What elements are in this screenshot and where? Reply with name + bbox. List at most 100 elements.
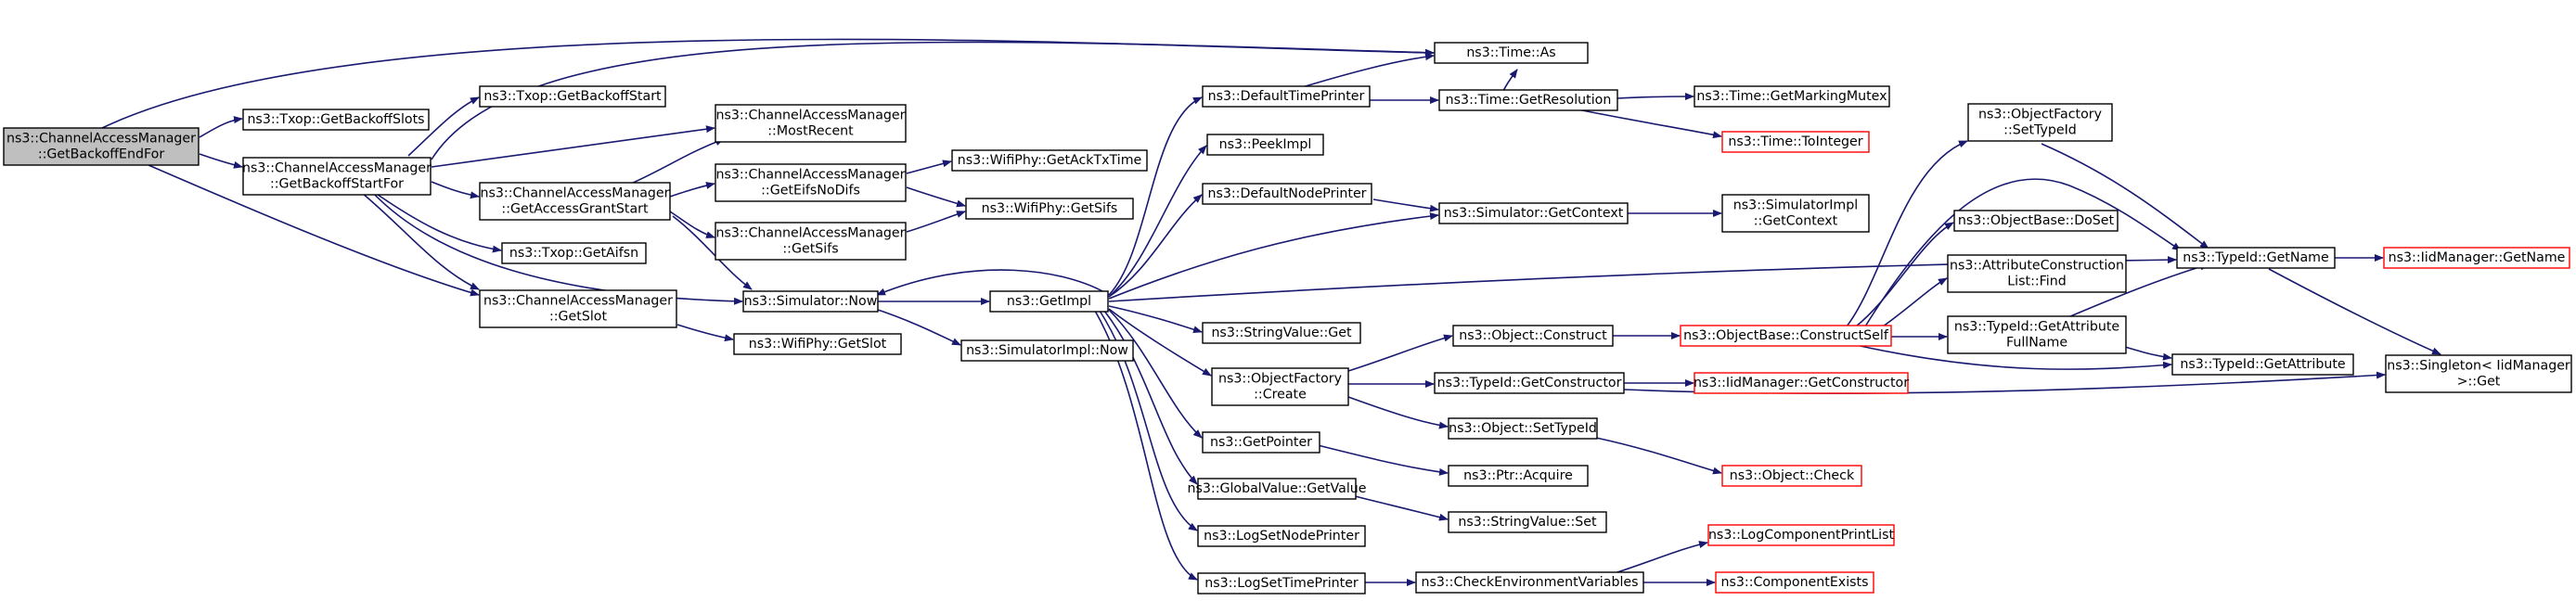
node-box[interactable] <box>1715 571 1874 594</box>
node-box[interactable] <box>989 290 1109 313</box>
node-tti[interactable]: ns3::Time::ToInteger <box>1721 131 1870 153</box>
node-box[interactable] <box>965 198 1134 220</box>
node-box[interactable] <box>1953 210 2119 232</box>
node-peek[interactable]: ns3::PeekImpl <box>1206 134 1324 156</box>
node-box[interactable] <box>3 127 200 166</box>
node-wsifs[interactable]: ns3::WifiPhy::GetSifs <box>965 198 1134 220</box>
node-box[interactable] <box>951 149 1148 172</box>
node-gslot[interactable]: ns3::ChannelAccessManager::GetSlot <box>479 289 677 328</box>
node-ofst[interactable]: ns3::ObjectFactory::SetTypeId <box>1967 103 2113 142</box>
node-box[interactable] <box>1434 372 1625 394</box>
node-cev[interactable]: ns3::CheckEnvironmentVariables <box>1415 571 1644 594</box>
node-box[interactable] <box>2385 354 2572 393</box>
node-box[interactable] <box>1211 367 1349 406</box>
node-imgn[interactable]: ns3::IidManager::GetName <box>2383 247 2570 269</box>
node-box[interactable] <box>501 242 647 264</box>
node-box[interactable] <box>1947 254 2127 293</box>
node-lstp[interactable]: ns3::LogSetTimePrinter <box>1197 572 1366 595</box>
node-obds[interactable]: ns3::ObjectBase::DoSet <box>1953 210 2119 232</box>
node-timeas[interactable]: ns3::Time::As <box>1434 42 1589 64</box>
node-tgmm[interactable]: ns3::Time::GetMarkingMutex <box>1694 85 1890 108</box>
node-tgc[interactable]: ns3::TypeId::GetConstructor <box>1434 372 1625 394</box>
node-box[interactable] <box>1721 465 1862 487</box>
node-getimpl[interactable]: ns3::GetImpl <box>989 290 1109 313</box>
node-now[interactable]: ns3::Simulator::Now <box>742 290 879 313</box>
node-sgc[interactable]: ns3::Simulator::GetContext <box>1438 202 1629 224</box>
node-tgr[interactable]: ns3::Time::GetResolution <box>1438 89 1618 111</box>
node-svget[interactable]: ns3::StringValue::Get <box>1202 322 1361 344</box>
node-ptra[interactable]: ns3::Ptr::Acquire <box>1448 465 1589 487</box>
node-ocheck[interactable]: ns3::Object::Check <box>1721 465 1862 487</box>
node-lcpl[interactable]: ns3::LogComponentPrintList <box>1707 524 1895 546</box>
node-tga[interactable]: ns3::TypeId::GetAttribute <box>2171 353 2354 376</box>
node-box[interactable] <box>2171 353 2354 376</box>
node-tgn[interactable]: ns3::TypeId::GetName <box>2176 247 2336 269</box>
node-box[interactable] <box>2383 247 2570 269</box>
node-sigc[interactable]: ns3::SimulatorImpl::GetContext <box>1721 194 1870 233</box>
node-box[interactable] <box>242 109 430 131</box>
node-dtp[interactable]: ns3::DefaultTimePrinter <box>1202 85 1371 108</box>
node-box[interactable] <box>1197 478 1357 500</box>
node-box[interactable] <box>242 157 431 196</box>
node-box[interactable] <box>1721 131 1870 153</box>
node-box[interactable] <box>1438 202 1629 224</box>
node-box[interactable] <box>1680 325 1892 347</box>
node-gvgv[interactable]: ns3::GlobalValue::GetValue <box>1188 478 1367 500</box>
node-box[interactable] <box>960 339 1134 362</box>
node-box[interactable] <box>715 163 907 202</box>
node-cex[interactable]: ns3::ComponentExists <box>1715 571 1874 594</box>
node-ost[interactable]: ns3::Object::SetTypeId <box>1448 417 1598 440</box>
node-box[interactable] <box>1206 134 1324 156</box>
node-box[interactable] <box>715 222 907 261</box>
node-box[interactable] <box>1197 572 1366 595</box>
node-box[interactable] <box>1448 511 1607 533</box>
node-simnow[interactable]: ns3::SimulatorImpl::Now <box>960 339 1134 362</box>
node-box[interactable] <box>733 333 902 355</box>
node-box[interactable] <box>1434 42 1589 64</box>
node-gbs[interactable]: ns3::Txop::GetBackoffSlots <box>242 109 430 131</box>
node-box[interactable] <box>1694 85 1890 108</box>
node-box[interactable] <box>1197 525 1366 547</box>
node-box[interactable] <box>742 290 879 313</box>
node-tgbst[interactable]: ns3::Txop::GetBackoffStart <box>479 85 666 108</box>
node-box[interactable] <box>479 182 671 221</box>
node-box[interactable] <box>1202 431 1320 454</box>
node-aifsn[interactable]: ns3::Txop::GetAifsn <box>501 242 647 264</box>
node-ofc[interactable]: ns3::ObjectFactory::Create <box>1211 367 1349 406</box>
node-box[interactable] <box>479 85 666 108</box>
node-imgc[interactable]: ns3::IidManager::GetConstructor <box>1694 372 1909 394</box>
node-cgbsf[interactable]: ns3::ChannelAccessManager::GetBackoffSta… <box>242 157 431 196</box>
node-svset[interactable]: ns3::StringValue::Set <box>1448 511 1607 533</box>
node-mr[interactable]: ns3::ChannelAccessManager::MostRecent <box>715 104 907 143</box>
node-box[interactable] <box>1694 372 1909 394</box>
node-geifs[interactable]: ns3::ChannelAccessManager::GetEifsNoDifs <box>715 163 907 202</box>
node-box[interactable] <box>1202 85 1371 108</box>
node-box[interactable] <box>1202 183 1372 205</box>
node-sing[interactable]: ns3::Singleton< IidManager >::Get <box>2385 354 2572 393</box>
node-box[interactable] <box>1967 103 2113 142</box>
node-box[interactable] <box>1415 571 1644 594</box>
node-lsnp[interactable]: ns3::LogSetNodePrinter <box>1197 525 1366 547</box>
node-root[interactable]: ns3::ChannelAccessManager::GetBackoffEnd… <box>3 127 200 166</box>
node-ack[interactable]: ns3::WifiPhy::GetAckTxTime <box>951 149 1148 172</box>
node-box[interactable] <box>479 289 677 328</box>
node-box[interactable] <box>715 104 907 143</box>
node-obcs[interactable]: ns3::ObjectBase::ConstructSelf <box>1680 325 1892 347</box>
node-wslot[interactable]: ns3::WifiPhy::GetSlot <box>733 333 902 355</box>
node-box[interactable] <box>1707 524 1895 546</box>
node-box[interactable] <box>1721 194 1870 233</box>
node-box[interactable] <box>1448 417 1598 440</box>
node-oconst[interactable]: ns3::Object::Construct <box>1452 325 1614 347</box>
node-gags[interactable]: ns3::ChannelAccessManager::GetAccessGran… <box>479 182 671 221</box>
node-cgsifs[interactable]: ns3::ChannelAccessManager::GetSifs <box>715 222 907 261</box>
node-box[interactable] <box>2176 247 2336 269</box>
node-box[interactable] <box>1202 322 1361 344</box>
node-box[interactable] <box>1448 465 1589 487</box>
node-gptr[interactable]: ns3::GetPointer <box>1202 431 1320 454</box>
node-dnp[interactable]: ns3::DefaultNodePrinter <box>1202 183 1372 205</box>
node-box[interactable] <box>1452 325 1614 347</box>
node-box[interactable] <box>1438 89 1618 111</box>
node-box[interactable] <box>1947 315 2127 354</box>
